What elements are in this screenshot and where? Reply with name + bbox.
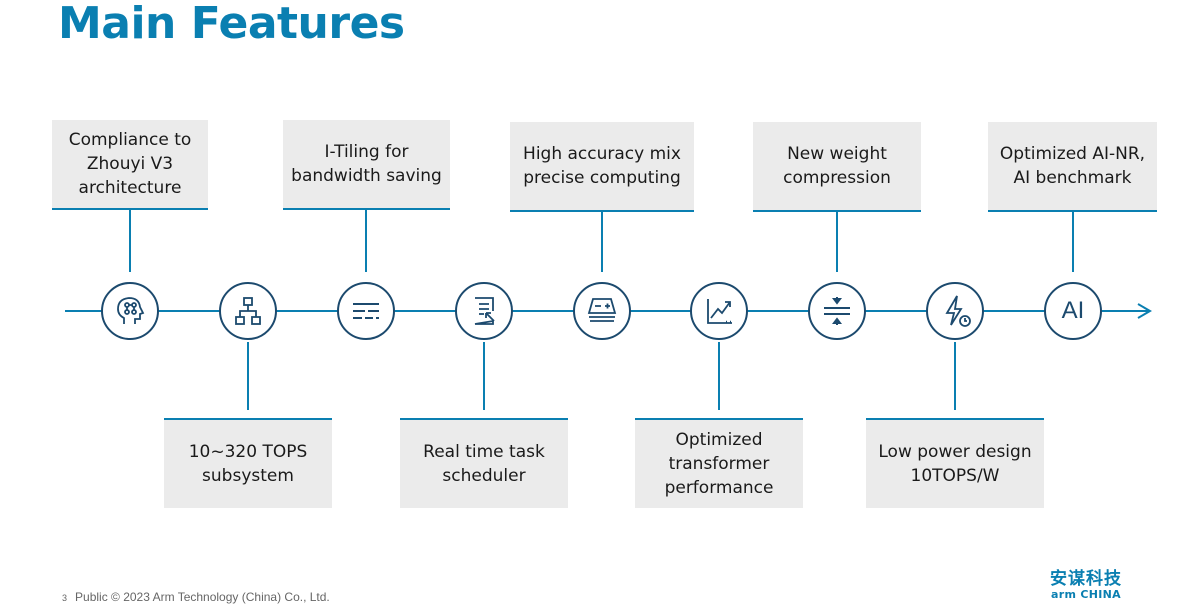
ai-text-icon: AI bbox=[1044, 282, 1102, 340]
task-document-icon bbox=[455, 282, 513, 340]
page-number: 3 bbox=[62, 593, 68, 603]
feature-box-compliance: Compliance to Zhouyi V3 architecture bbox=[52, 120, 208, 210]
arm-china-logo: 安谋科技 arm CHINA bbox=[1050, 569, 1122, 601]
compression-icon bbox=[808, 282, 866, 340]
feature-box-scheduler: Real time task scheduler bbox=[400, 418, 568, 508]
feature-box-transformer: Optimized transformer performance bbox=[635, 418, 803, 508]
logo-chinese-text: 安谋科技 bbox=[1050, 569, 1122, 589]
brain-network-icon bbox=[101, 282, 159, 340]
footer: 3 Public © 2023 Arm Technology (China) Co… bbox=[62, 590, 330, 604]
feature-box-accuracy: High accuracy mix precise computing bbox=[510, 122, 694, 212]
feature-box-tops: 10~320 TOPS subsystem bbox=[164, 418, 332, 508]
timeline-arrowhead bbox=[1137, 303, 1152, 319]
ai-label: AI bbox=[1061, 297, 1085, 324]
power-clock-icon bbox=[926, 282, 984, 340]
page-title: Main Features bbox=[58, 0, 405, 49]
logo-english-text: arm CHINA bbox=[1051, 588, 1121, 601]
copyright-text: Public © 2023 Arm Technology (China) Co.… bbox=[75, 590, 330, 604]
hierarchy-icon bbox=[219, 282, 277, 340]
feature-box-ai-benchmark: Optimized AI-NR, AI benchmark bbox=[988, 122, 1157, 212]
feature-box-compression: New weight compression bbox=[753, 122, 921, 212]
growth-chart-icon bbox=[690, 282, 748, 340]
feature-box-low-power: Low power design 10TOPS/W bbox=[866, 418, 1044, 508]
stacked-layers-icon bbox=[573, 282, 631, 340]
tiling-lines-icon bbox=[337, 282, 395, 340]
feature-box-itiling: I-Tiling for bandwidth saving bbox=[283, 120, 450, 210]
